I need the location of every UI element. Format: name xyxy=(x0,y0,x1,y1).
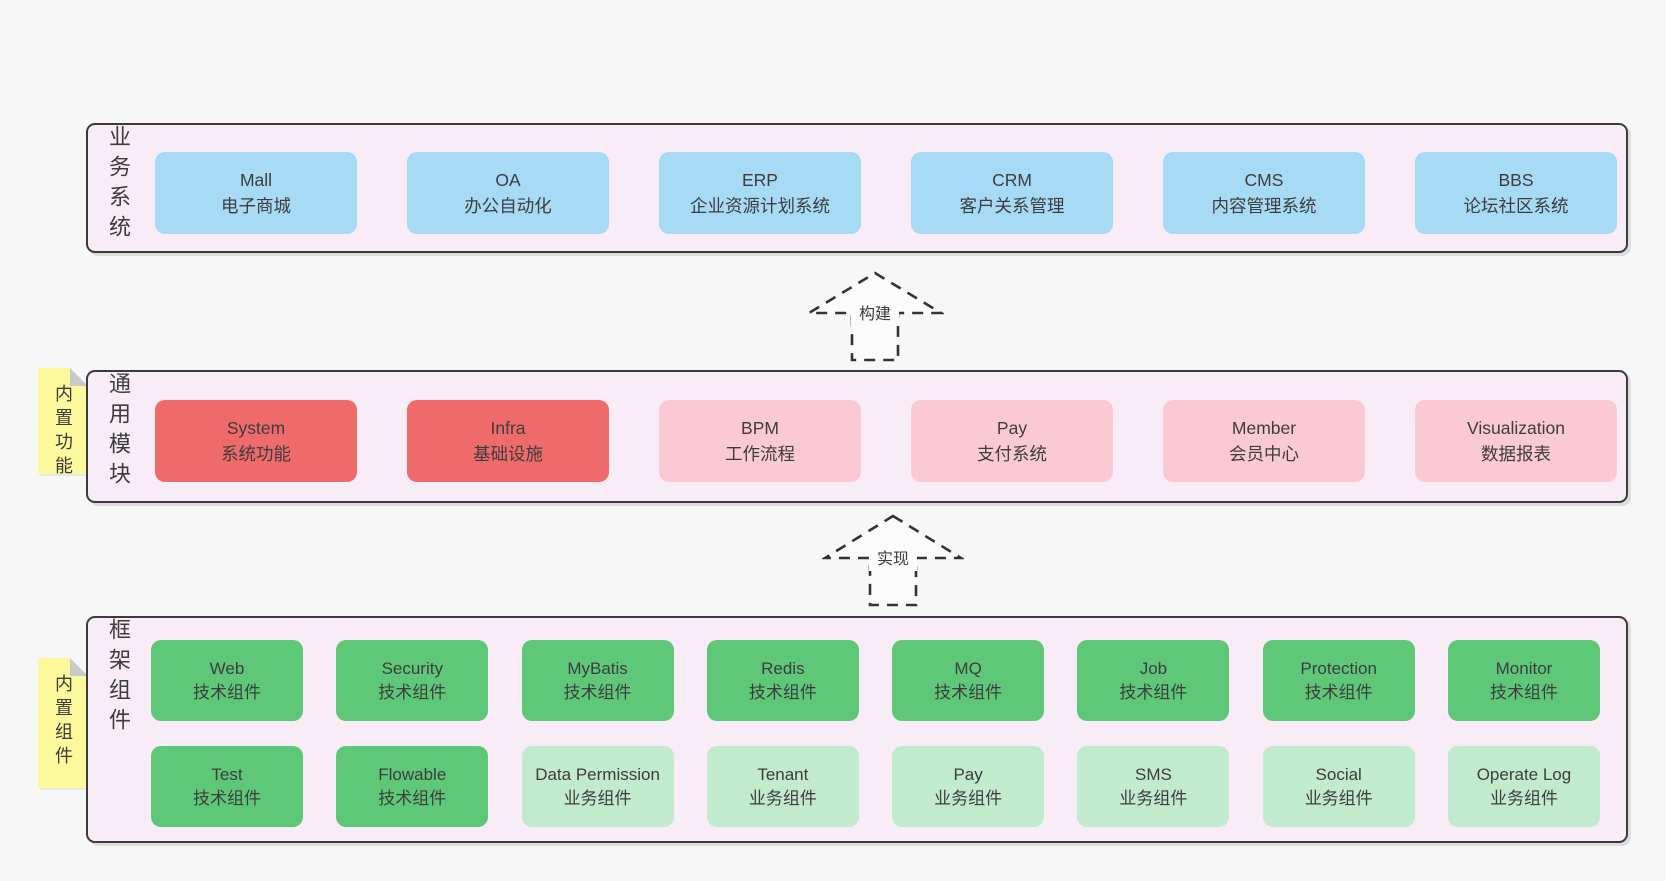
box-job: Job 技术组件 xyxy=(1077,640,1230,721)
panel-common-modules-label: 通用模块 xyxy=(106,372,131,492)
box-operate-log: Operate Log 业务组件 xyxy=(1447,746,1600,827)
box-sms: SMS 业务组件 xyxy=(1077,746,1230,827)
box-pay: Pay 支付系统 xyxy=(911,400,1113,482)
box-erp: ERP 企业资源计划系统 xyxy=(659,152,861,234)
common-modules-row: System 系统功能 Infra 基础设施 BPM 工作流程 Pay 支付系统… xyxy=(155,400,1617,482)
box-pay-business: Pay 业务组件 xyxy=(892,746,1045,827)
panel-common-modules: 通用模块 System 系统功能 Infra 基础设施 BPM 工作流程 Pay… xyxy=(86,370,1628,503)
box-web: Web 技术组件 xyxy=(151,640,303,721)
sticky-note-builtin-features: 内置功能 xyxy=(38,368,88,480)
box-crm: CRM 客户关系管理 xyxy=(911,152,1113,234)
box-cms: CMS 内容管理系统 xyxy=(1163,152,1365,234)
arrow-build-icon: 构建 xyxy=(806,271,944,362)
box-bbs: BBS 论坛社区系统 xyxy=(1415,152,1617,234)
panel-business-systems-label: 业务系统 xyxy=(106,125,131,245)
box-mall: Mall 电子商城 xyxy=(155,152,357,234)
box-bpm: BPM 工作流程 xyxy=(659,400,861,482)
sticky-builtin-components-label: 内置组件 xyxy=(53,674,73,770)
box-infra: Infra 基础设施 xyxy=(407,400,609,482)
box-flowable: Flowable 技术组件 xyxy=(336,746,489,827)
box-redis: Redis 技术组件 xyxy=(706,640,859,721)
box-visualization: Visualization 数据报表 xyxy=(1415,400,1617,482)
box-test: Test 技术组件 xyxy=(151,746,303,827)
framework-components-row-1: Web 技术组件 Security 技术组件 MyBatis 技术组件 Redi… xyxy=(151,640,1600,721)
sticky-builtin-features-label: 内置功能 xyxy=(53,384,73,480)
folded-corner-icon xyxy=(70,368,88,386)
box-mybatis: MyBatis 技术组件 xyxy=(521,640,674,721)
box-tenant: Tenant 业务组件 xyxy=(706,746,859,827)
box-oa: OA 办公自动化 xyxy=(407,152,609,234)
box-monitor: Monitor 技术组件 xyxy=(1447,640,1600,721)
arrow-implement-icon: 实现 xyxy=(822,514,964,607)
box-system: System 系统功能 xyxy=(155,400,357,482)
box-data-permission: Data Permission 业务组件 xyxy=(521,746,674,827)
sticky-note-builtin-components: 内置组件 xyxy=(38,658,88,788)
business-systems-row: Mall 电子商城 OA 办公自动化 ERP 企业资源计划系统 CRM 客户关系… xyxy=(155,152,1617,234)
box-member: Member 会员中心 xyxy=(1163,400,1365,482)
panel-business-systems: 业务系统 Mall 电子商城 OA 办公自动化 ERP 企业资源计划系统 CRM… xyxy=(86,123,1628,253)
box-social: Social 业务组件 xyxy=(1262,746,1415,827)
folded-corner-icon xyxy=(70,658,88,676)
arrow-implement-label: 实现 xyxy=(877,550,909,568)
arrow-build-label: 构建 xyxy=(859,305,891,323)
box-mq: MQ 技术组件 xyxy=(892,640,1045,721)
framework-components-row-2: Test 技术组件 Flowable 技术组件 Data Permission … xyxy=(151,746,1600,827)
box-protection: Protection 技术组件 xyxy=(1262,640,1415,721)
panel-framework-components-label: 框架组件 xyxy=(106,618,131,738)
panel-framework-components: 框架组件 Web 技术组件 Security 技术组件 MyBatis 技术组件… xyxy=(86,616,1628,843)
box-security: Security 技术组件 xyxy=(336,640,489,721)
